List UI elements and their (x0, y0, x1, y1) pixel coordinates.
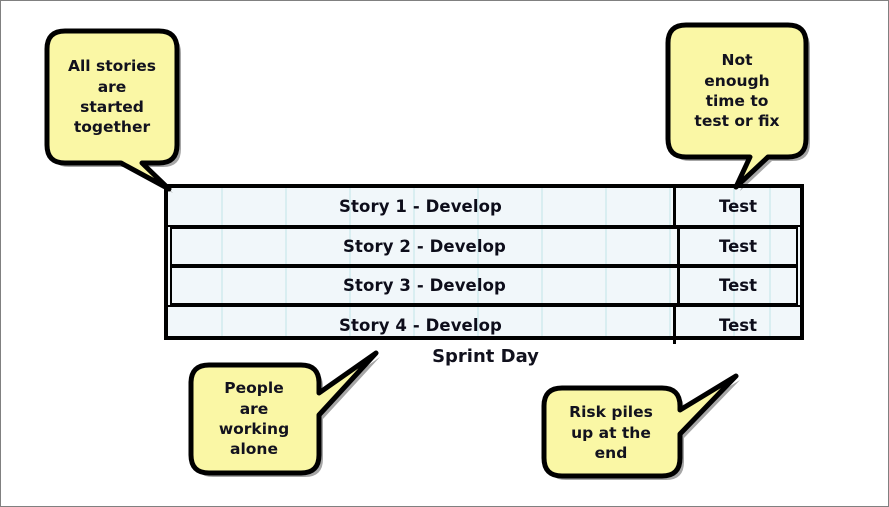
develop-bar: Story 3 - Develop (343, 276, 506, 295)
callout-bubble-shape (665, 22, 810, 191)
develop-bar: Story 4 - Develop (339, 316, 502, 335)
phase-divider (677, 229, 680, 264)
callout-not-enough-time-to-test-or-fix[interactable]: Not enough time to test or fix (665, 22, 868, 195)
phase-divider (677, 268, 680, 303)
table-row[interactable]: Story 4 - Develop Test (168, 305, 800, 344)
test-bar: Test (719, 237, 757, 256)
phase-divider (673, 188, 676, 225)
callout-risk-piles-up-at-the-end[interactable]: Risk piles up at the end (541, 373, 754, 496)
table-row[interactable]: Story 2 - Develop Test (170, 227, 798, 266)
callout-all-stories-started-together[interactable]: All stories are started together (44, 28, 237, 196)
callout-label: People are working alone (218, 379, 290, 459)
callout-label: All stories are started together (68, 57, 156, 137)
develop-bar: Story 2 - Develop (343, 237, 506, 256)
table-row[interactable]: Story 1 - Develop Test (168, 188, 800, 227)
sprint-day-axis-label-text: Sprint Day (432, 346, 539, 367)
develop-bar: Story 1 - Develop (339, 197, 502, 216)
phase-divider (673, 307, 676, 344)
callout-bubble-shape (541, 373, 740, 480)
callout-label: Not enough time to test or fix (694, 51, 780, 131)
callout-people-are-working-alone[interactable]: People are working alone (188, 350, 391, 488)
test-bar: Test (719, 276, 757, 295)
callout-label: Risk piles up at the end (569, 403, 653, 463)
test-bar: Test (719, 316, 757, 335)
callout-bubble-shape (188, 350, 380, 477)
sprint-day-axis-label: Sprint Day (1, 346, 888, 367)
test-bar: Test (719, 197, 757, 216)
callout-bubble-shape (44, 28, 181, 193)
table-row[interactable]: Story 3 - Develop Test (170, 266, 798, 305)
sprint-schedule-table: Story 1 - Develop Test Story 2 - Develop… (164, 184, 804, 344)
